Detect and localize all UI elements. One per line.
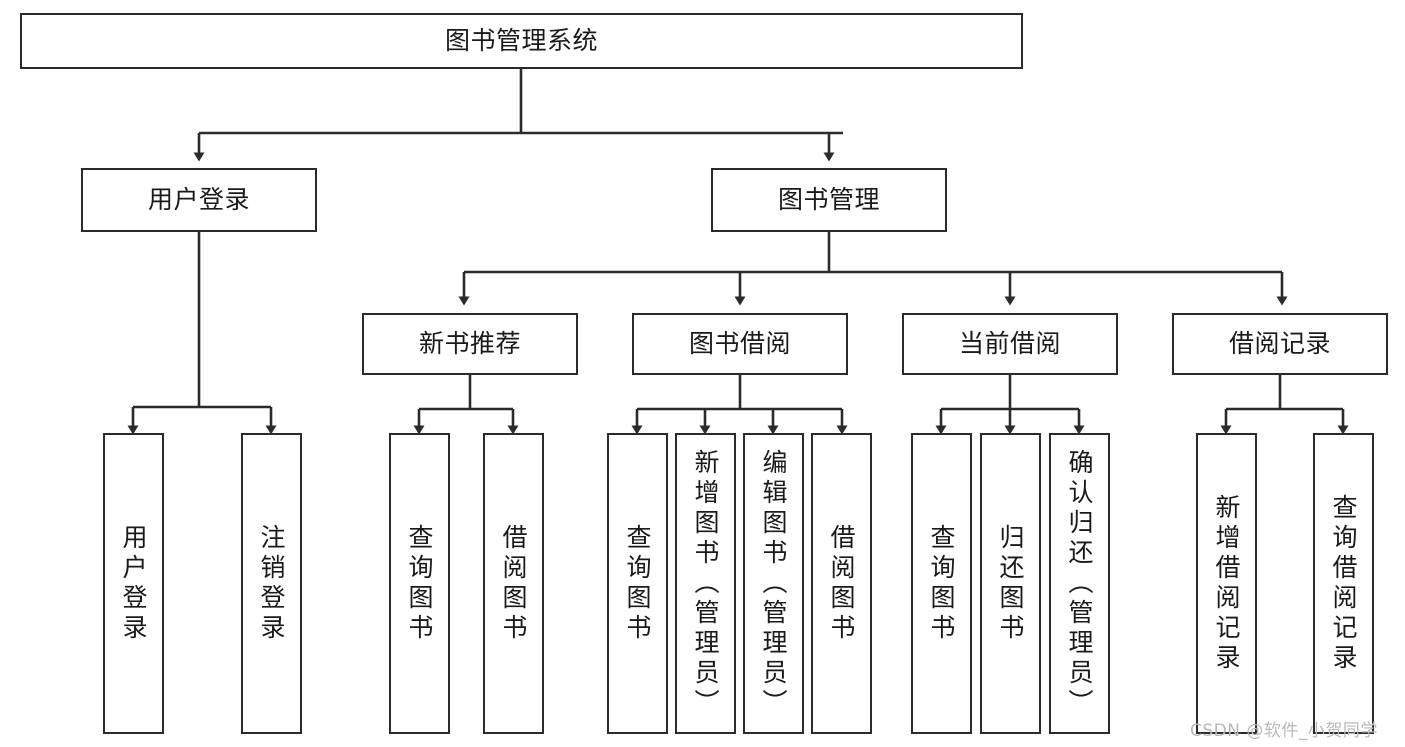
- node-leaf-current-return-book-label: 归还图书: [996, 523, 1025, 644]
- node-leaf-current-query-book[interactable]: 查询图书: [911, 433, 972, 734]
- node-leaf-user-logout[interactable]: 注销登录: [241, 433, 302, 734]
- node-leaf-borrow-query-book[interactable]: 查询图书: [607, 433, 668, 734]
- node-current-borrowing-label: 当前借阅: [958, 329, 1061, 359]
- node-leaf-user-login[interactable]: 用户登录: [103, 433, 164, 734]
- node-new-book-recommendation[interactable]: 新书推荐: [362, 313, 578, 375]
- node-leaf-borrow-add-book[interactable]: 新增图书（管理员）: [675, 433, 736, 734]
- node-leaf-borrow-edit-book[interactable]: 编辑图书（管理员）: [743, 433, 804, 734]
- node-leaf-current-query-book-label: 查询图书: [927, 523, 956, 644]
- node-leaf-borrow-add-book-label: 新增图书（管理员）: [691, 448, 720, 719]
- node-leaf-record-search-label: 查询借阅记录: [1329, 493, 1358, 674]
- node-leaf-current-return-book[interactable]: 归还图书: [980, 433, 1041, 734]
- node-leaf-borrow-query-book-label: 查询图书: [623, 523, 652, 644]
- node-book-borrowing[interactable]: 图书借阅: [632, 313, 848, 375]
- node-user-login[interactable]: 用户登录: [81, 168, 317, 232]
- node-book-management[interactable]: 图书管理: [711, 168, 947, 232]
- node-borrowing-record[interactable]: 借阅记录: [1172, 313, 1388, 375]
- node-current-borrowing[interactable]: 当前借阅: [902, 313, 1118, 375]
- node-leaf-record-add[interactable]: 新增借阅记录: [1196, 433, 1257, 734]
- node-leaf-current-confirm-return-label: 确认归还（管理员）: [1065, 448, 1094, 719]
- node-book-management-label: 图书管理: [777, 185, 880, 215]
- node-leaf-user-logout-label: 注销登录: [257, 523, 286, 644]
- node-leaf-user-login-label: 用户登录: [119, 523, 148, 644]
- node-leaf-rec-query-book-label: 查询图书: [405, 523, 434, 644]
- node-leaf-borrow-edit-book-label: 编辑图书（管理员）: [759, 448, 788, 719]
- node-leaf-current-confirm-return[interactable]: 确认归还（管理员）: [1049, 433, 1110, 734]
- node-leaf-record-search[interactable]: 查询借阅记录: [1313, 433, 1374, 734]
- node-leaf-borrow-borrow-book-label: 借阅图书: [827, 523, 856, 644]
- node-book-borrowing-label: 图书借阅: [688, 329, 791, 359]
- csdn-watermark: CSDN @软件_小贺同学: [1190, 721, 1378, 741]
- node-root-system-label: 图书管理系统: [444, 26, 598, 56]
- node-borrowing-record-label: 借阅记录: [1228, 329, 1331, 359]
- node-root-system[interactable]: 图书管理系统: [20, 13, 1023, 69]
- node-leaf-rec-borrow-book-label: 借阅图书: [499, 523, 528, 644]
- node-leaf-borrow-borrow-book[interactable]: 借阅图书: [811, 433, 872, 734]
- node-new-book-recommendation-label: 新书推荐: [418, 329, 521, 359]
- node-leaf-rec-borrow-book[interactable]: 借阅图书: [483, 433, 544, 734]
- node-user-login-label: 用户登录: [147, 185, 250, 215]
- node-leaf-record-add-label: 新增借阅记录: [1212, 493, 1241, 674]
- node-leaf-rec-query-book[interactable]: 查询图书: [389, 433, 450, 734]
